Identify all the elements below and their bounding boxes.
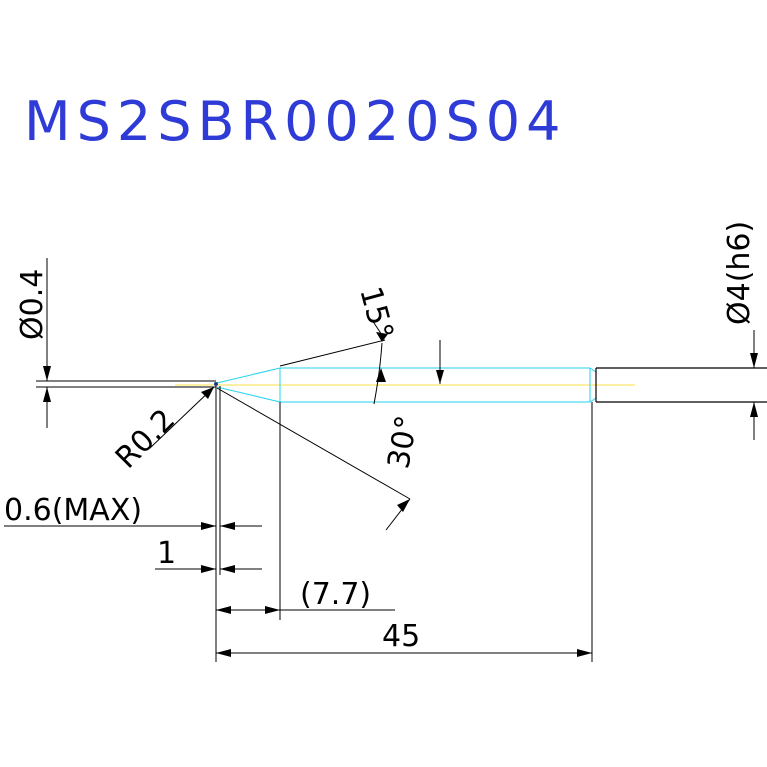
tool-shank-outline (595, 367, 767, 403)
taper-angle-label: 15° (352, 283, 400, 343)
radius-dimension: R0.2 (109, 386, 215, 476)
neck-max-dimension: 0.6(MAX) (4, 493, 262, 530)
overall-length-dimension: 45 (216, 619, 592, 657)
tip-diameter-label: Ø0.4 (15, 269, 50, 340)
tip-diameter-dimension: Ø0.4 (15, 258, 216, 428)
cut-length-label: (7.7) (300, 577, 371, 612)
part-number-title: MS2SBR0020S04 (24, 90, 566, 153)
tool-tip-outline (216, 367, 597, 403)
cone-angle-label: 30° (381, 413, 425, 471)
overall-length-label: 45 (382, 619, 420, 654)
cut-length-dimension: (7.7) (216, 577, 395, 614)
step-dimension: 1 (155, 536, 262, 573)
shank-diameter-dimension: Ø4(h6) (722, 221, 758, 440)
tip-point (214, 382, 218, 386)
step-label: 1 (157, 536, 176, 571)
extension-lines (215, 386, 593, 662)
neck-max-label: 0.6(MAX) (4, 493, 142, 528)
taper-angle-dimension: 15° (279, 283, 400, 405)
shank-diameter-label: Ø4(h6) (722, 221, 757, 325)
radius-label: R0.2 (109, 402, 182, 475)
